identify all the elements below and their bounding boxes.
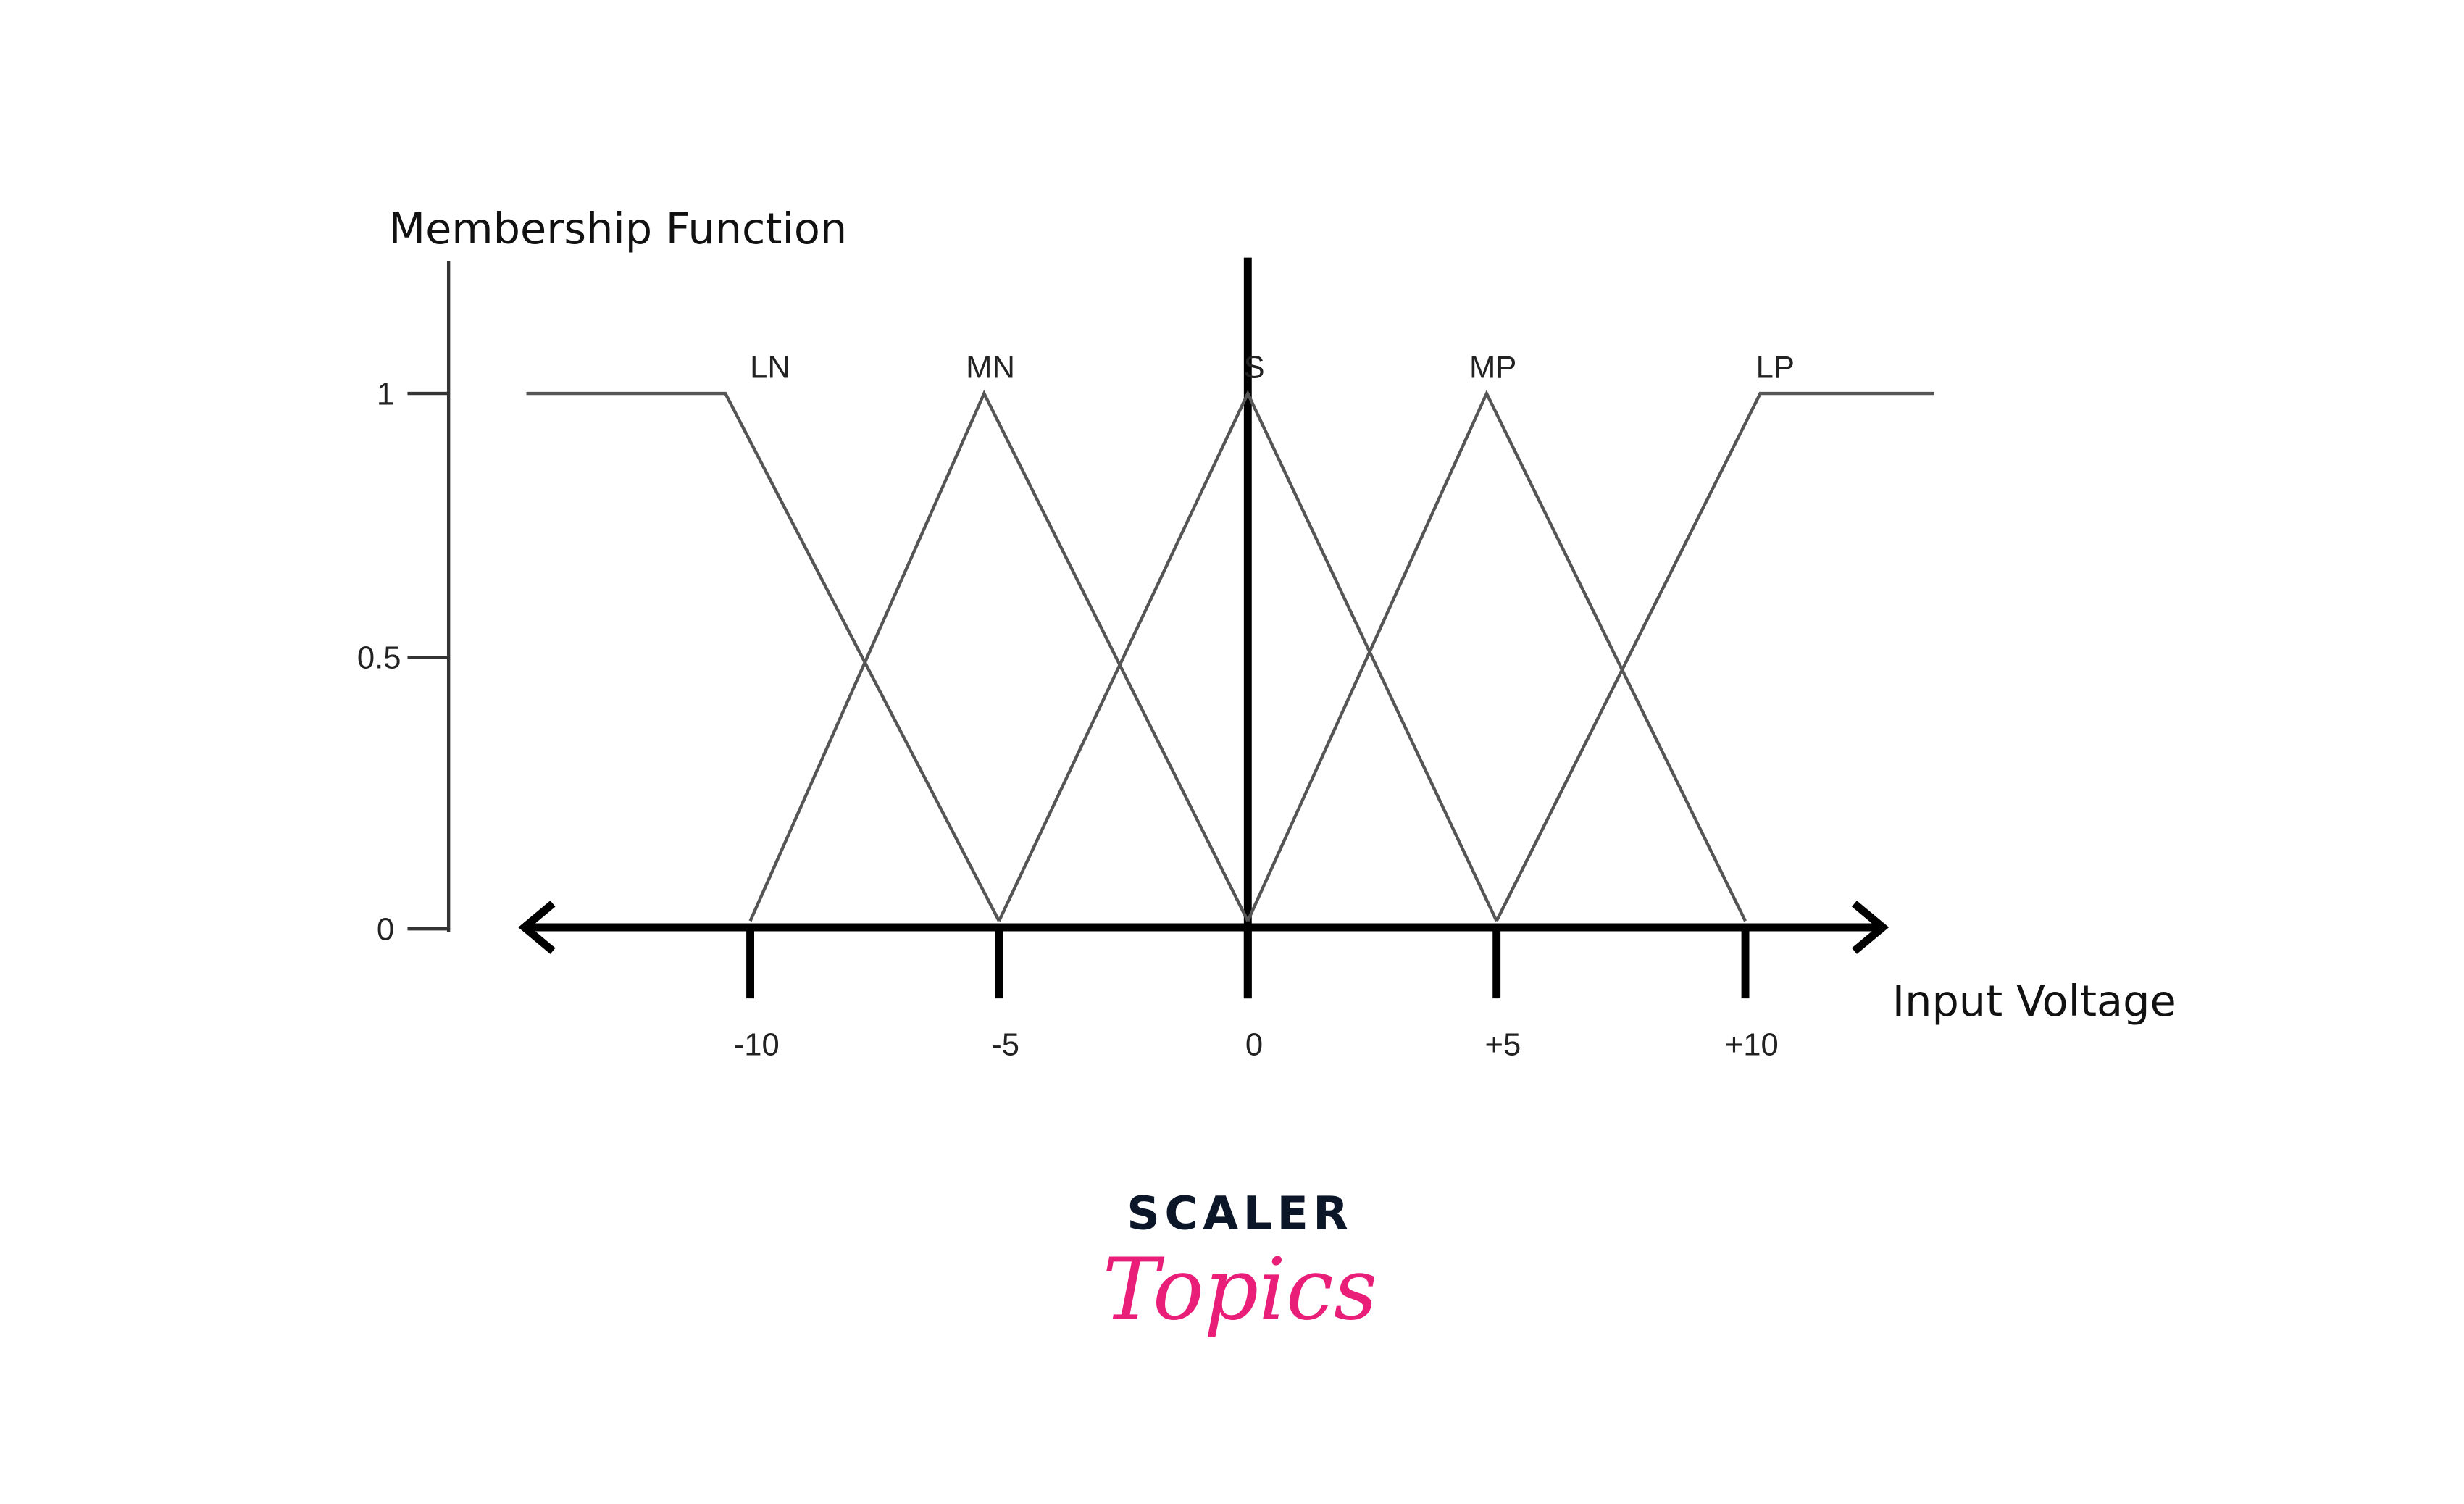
y-tick-label: 0.5 <box>357 640 401 675</box>
series-label: MP <box>1469 350 1516 385</box>
series-label: S <box>1243 350 1264 385</box>
series-mn-line <box>748 389 1250 922</box>
series-label: MN <box>966 350 1015 385</box>
x-axis-label: Input Voltage <box>1892 976 2176 1026</box>
series-label: LN <box>750 350 790 385</box>
y-axis-label: Membership Function <box>388 204 847 254</box>
x-tick-label: +5 <box>1485 1028 1521 1063</box>
x-tick-label: -10 <box>734 1028 780 1063</box>
x-tick-label: -5 <box>991 1028 1019 1063</box>
logo-scaler: SCALER <box>1127 1186 1353 1240</box>
x-tick-label: 0 <box>1245 1028 1263 1063</box>
x-axis-left-arrow-icon <box>518 901 556 954</box>
series-label: LP <box>1756 350 1795 385</box>
logo-topics: Topics <box>1103 1240 1378 1340</box>
x-tick-label: +10 <box>1725 1028 1779 1063</box>
x-axis-right-arrow-icon <box>1851 901 1889 954</box>
scaler-topics-logo: SCALER Topics <box>1103 1186 1378 1339</box>
series-lp-line <box>1495 391 1935 922</box>
y-tick-label: 0 <box>377 912 394 947</box>
series-mp-line <box>1246 389 1747 922</box>
series-s-line <box>997 389 1498 922</box>
y-tick-label: 1 <box>377 377 394 411</box>
series-ln-line <box>526 391 1001 922</box>
